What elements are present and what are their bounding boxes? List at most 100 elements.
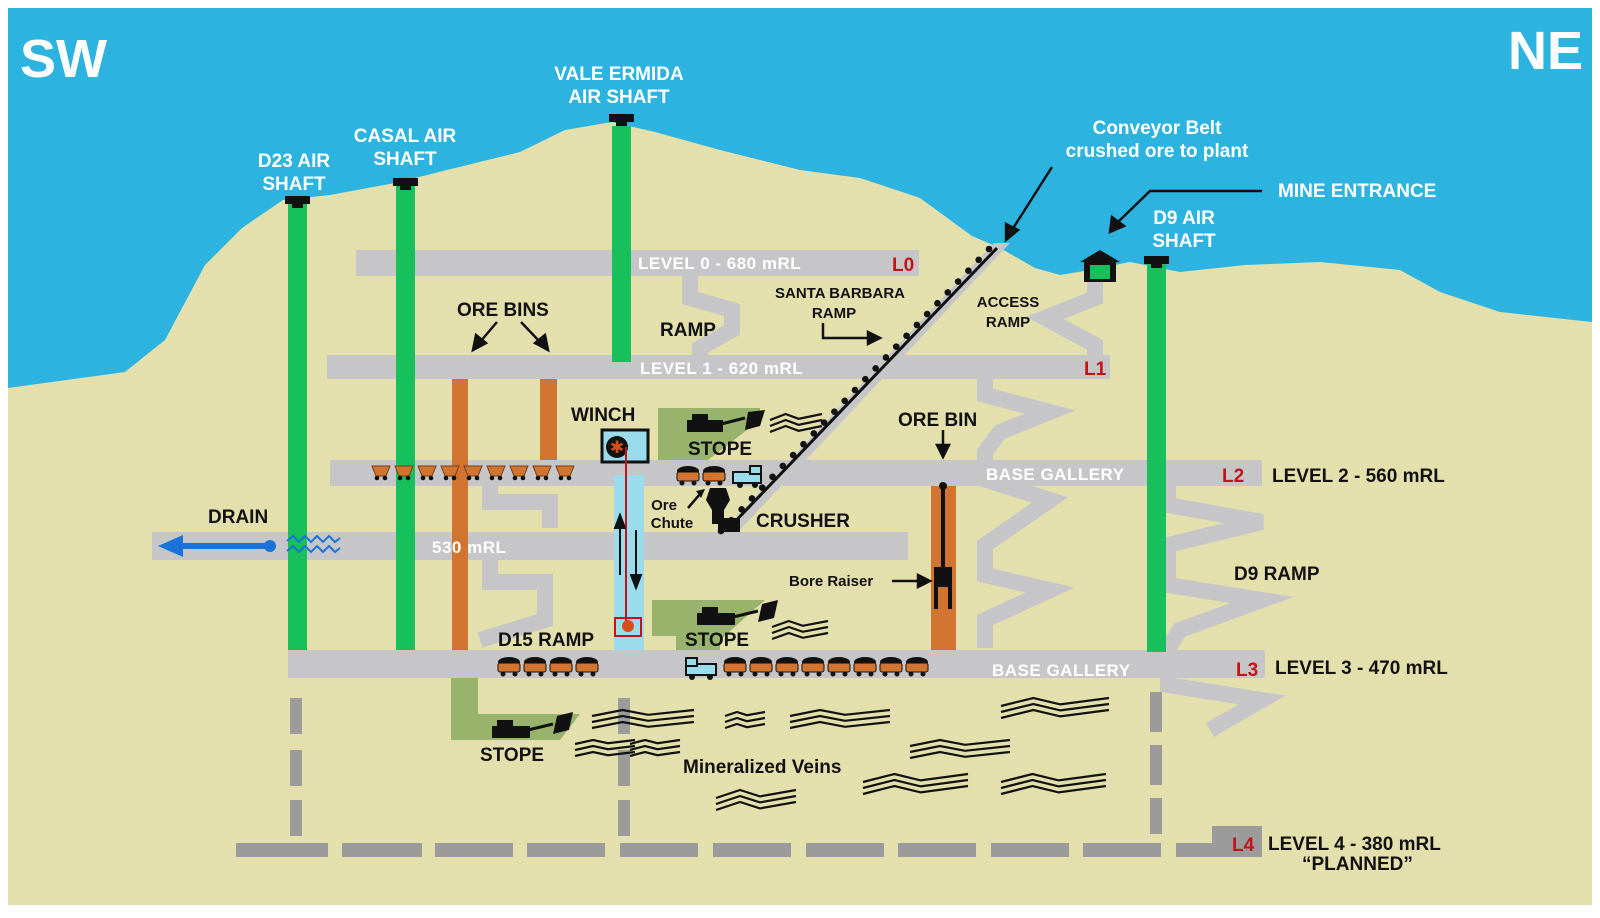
conveyor-belt (717, 243, 1010, 535)
ore-bin-label: ORE BIN (898, 410, 977, 431)
conveyor-roller (820, 419, 828, 426)
vein-line (862, 784, 969, 796)
d9-ramp (1160, 478, 1294, 737)
shaft-caps (285, 114, 1169, 268)
ore-bins-label: ORE BINS (457, 300, 549, 321)
conveyor-roller (954, 278, 962, 285)
conveyor-roller (892, 343, 900, 350)
mine-entrance-label: MINE ENTRANCE (1278, 181, 1436, 202)
mid-530-gallery (152, 532, 908, 560)
level-4-planned-gallery (236, 826, 1262, 857)
vein-line (1000, 784, 1107, 796)
vein-line (789, 720, 891, 730)
loaded-cars-l2 (676, 466, 726, 486)
vein-line (715, 788, 797, 800)
vein-line (724, 710, 766, 718)
loaded-ore-car (749, 657, 773, 677)
ore-car (509, 465, 529, 481)
conveyor-roller (789, 451, 797, 459)
planned-raises (290, 692, 1162, 836)
loaded-cars-l3 (497, 657, 929, 677)
vein-line (862, 778, 969, 790)
vein-line (1000, 696, 1110, 708)
loaded-ore-car (549, 657, 573, 677)
conveyor-roller (975, 256, 982, 264)
drain-label: DRAIN (208, 507, 268, 528)
loaded-ore-car (575, 657, 599, 677)
loaded-ore-car (827, 657, 851, 677)
level-0-code: L0 (892, 255, 914, 276)
compass-sw: SW (20, 29, 107, 89)
stope-middle-label: STOPE (685, 630, 749, 651)
locomotive-l3-icon (685, 657, 717, 680)
conveyor-roller (800, 440, 807, 448)
level-3-side-label: LEVEL 3 - 470 mRL (1275, 658, 1448, 679)
level-3-gallery-label: BASE GALLERY (992, 661, 1131, 680)
mineralized-veins-label: Mineralized Veins (683, 757, 841, 778)
conveyor-roller (758, 484, 766, 491)
conveyor-roller (862, 375, 869, 383)
access-ramp-upper (1026, 270, 1103, 362)
vein-line (909, 738, 1011, 748)
vein-line (591, 708, 695, 718)
vein-line (591, 720, 695, 730)
conveyor-roller (882, 354, 890, 361)
vein-line (771, 631, 829, 641)
bore-raiser-label: Bore Raiser (789, 573, 873, 590)
level-2-side-label: LEVEL 2 - 560 mRL (1272, 466, 1445, 487)
casal-air-shaft (396, 186, 415, 650)
loaded-ore-car (723, 657, 747, 677)
loaded-ore-car (853, 657, 877, 677)
bore-raiser-icon (934, 482, 952, 609)
vein-line (574, 744, 636, 752)
conveyor-roller (985, 245, 993, 253)
crusher-icon (706, 488, 740, 532)
mineralized-veins (574, 412, 1110, 812)
locomotive-l2-icon (732, 465, 762, 488)
conveyor-roller (779, 462, 787, 470)
vein-line (591, 714, 695, 724)
conveyor-roller (738, 506, 745, 513)
access-ramp-lower (977, 372, 1076, 465)
vein-line (574, 750, 636, 758)
stope-upper-label: STOPE (688, 439, 752, 460)
loaded-ore-car (523, 657, 547, 677)
winch-drum (606, 436, 628, 458)
level-4-code: L4 (1232, 835, 1255, 856)
vein-line (909, 744, 1011, 754)
level-1-label: LEVEL 1 - 620 mRL (640, 359, 803, 378)
ore-car (486, 465, 506, 481)
ore-car (417, 465, 437, 481)
crusher-label: CRUSHER (756, 511, 850, 532)
ramp-mid-l3 (477, 545, 553, 648)
vein-line (629, 738, 681, 746)
vein-line (629, 744, 681, 752)
vein-line (771, 625, 829, 635)
drain-arrow (158, 534, 341, 557)
vein-line (771, 619, 829, 629)
vein-line (574, 738, 636, 746)
ramp-l2-mid (482, 480, 558, 528)
level-0-gallery (356, 250, 919, 276)
vale-ermida-air-shaft (612, 126, 631, 362)
vein-line (769, 424, 823, 434)
level-3-code: L3 (1236, 660, 1258, 681)
vein-line (724, 716, 766, 724)
vein-line (769, 418, 823, 428)
ore-bin-2 (540, 379, 557, 460)
conveyor-roller (903, 332, 910, 340)
d9-ramp-label: D9 RAMP (1234, 564, 1320, 585)
loaded-ore-car (497, 657, 521, 677)
vein-line (1000, 772, 1107, 784)
conveyor-roller (810, 430, 818, 437)
vein-line (715, 800, 797, 812)
conveyor-roller (913, 321, 921, 329)
ore-cars-l2 (371, 465, 575, 481)
loaded-ore-car (879, 657, 903, 677)
